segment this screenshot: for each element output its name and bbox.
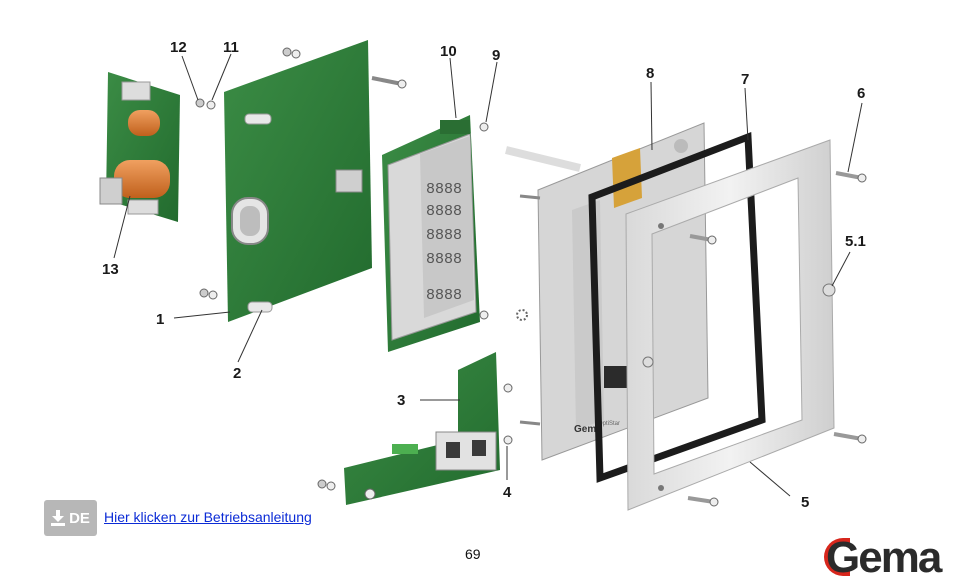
svg-text:8888: 8888	[426, 251, 462, 268]
callout-1: 1	[156, 311, 164, 328]
svg-text:8888: 8888	[426, 227, 462, 244]
callout-10: 10	[440, 43, 457, 60]
part-9-screw	[479, 122, 528, 321]
part-1-main-board	[224, 40, 372, 322]
callout-8: 8	[646, 65, 654, 82]
callout-13: 13	[102, 261, 119, 278]
leader-lines	[113, 53, 863, 497]
part-4-washers	[317, 383, 513, 491]
svg-text:Gema: Gema	[574, 424, 602, 435]
svg-text:OptiStar: OptiStar	[598, 421, 620, 427]
callout-5: 5	[801, 494, 809, 511]
callout-3: 3	[397, 392, 405, 409]
callout-6: 6	[857, 85, 865, 102]
callout-labels: 1 2 3 4 5 5.1 6 7 8 9 10 11 12 13	[102, 39, 866, 511]
part-7-gasket	[588, 131, 766, 483]
part-3-connector-board	[344, 352, 500, 505]
download-icon	[51, 510, 66, 526]
download-language-label: DE	[69, 509, 90, 527]
part-8-front-panel: Gema OptiStar	[505, 122, 709, 461]
svg-text:8888: 8888	[426, 287, 462, 304]
svg-text:8888: 8888	[426, 203, 462, 220]
logo-swoosh	[824, 538, 850, 576]
display-digits: 8888 8888 8888 8888 8888	[426, 181, 462, 304]
callout-9: 9	[492, 47, 500, 64]
callout-2: 2	[233, 365, 241, 382]
page-number: 69	[465, 546, 481, 562]
callout-11: 11	[223, 39, 239, 56]
callout-12: 12	[170, 39, 187, 56]
part-11-12-washers	[195, 47, 301, 300]
screws-left	[371, 76, 407, 89]
part-6-screws	[687, 171, 867, 507]
operating-manual-link[interactable]: Hier klicken zur Betriebsanleitung	[104, 509, 312, 525]
download-language-button[interactable]: DE	[44, 500, 97, 536]
svg-text:8888: 8888	[426, 181, 462, 198]
callout-7: 7	[741, 71, 749, 88]
part-10-display-board: 8888 8888 8888 8888 8888	[382, 115, 480, 352]
gema-logo: Gema	[824, 533, 942, 582]
callout-4: 4	[503, 484, 512, 501]
callout-5-1: 5.1	[845, 233, 866, 250]
part-13-power-board	[99, 72, 180, 222]
logo-text: Gema	[826, 533, 942, 582]
part-5-front-frame	[625, 139, 836, 511]
